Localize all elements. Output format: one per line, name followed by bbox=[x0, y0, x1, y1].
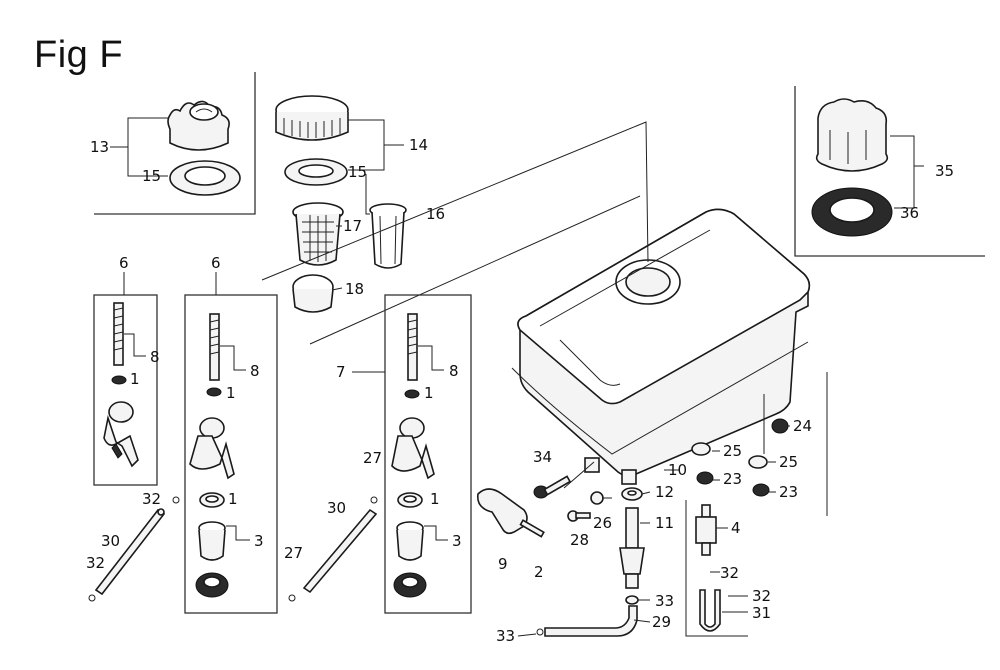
callout-18: 18 bbox=[345, 280, 364, 298]
callout-labels: 13 15 14 15 17 16 18 35 36 6 8 1 6 8 1 1… bbox=[86, 136, 954, 645]
callout-16: 16 bbox=[426, 205, 445, 223]
callout-3-a: 3 bbox=[254, 532, 264, 550]
callout-23-a: 23 bbox=[723, 470, 742, 488]
leader-tank-to-cap bbox=[261, 121, 649, 281]
callout-15-middle: 15 bbox=[348, 163, 367, 181]
callout-25-b: 25 bbox=[779, 453, 798, 471]
valve-screw-c-icon bbox=[404, 313, 420, 399]
callout-32-a: 32 bbox=[142, 490, 161, 508]
leader-tank-to-strainer bbox=[309, 195, 641, 345]
fuel-filter-4-icon bbox=[695, 504, 717, 556]
inset-frame-left bbox=[94, 72, 256, 215]
callout-1-b: 1 bbox=[226, 384, 236, 402]
callout-31: 31 bbox=[752, 604, 771, 622]
valve-screw-a-icon bbox=[111, 302, 127, 385]
callout-1-d: 1 bbox=[424, 384, 434, 402]
callout-leaders bbox=[110, 117, 924, 637]
callout-30-b: 30 bbox=[327, 499, 346, 517]
filler-cap-14-icon bbox=[275, 95, 349, 141]
valve-screw-b-icon bbox=[206, 313, 222, 397]
callout-1-e: 1 bbox=[430, 490, 440, 508]
callout-11: 11 bbox=[655, 514, 674, 532]
callout-15-left: 15 bbox=[142, 167, 161, 185]
valve-box-c bbox=[384, 294, 472, 614]
filter-cup-3-c-icon bbox=[396, 521, 424, 561]
callout-3-b: 3 bbox=[452, 532, 462, 550]
callout-29: 29 bbox=[652, 613, 671, 631]
callout-28: 28 bbox=[570, 531, 589, 549]
bowl-c-icon bbox=[393, 572, 427, 598]
callout-9: 9 bbox=[498, 555, 508, 573]
strainer-17-icon bbox=[292, 202, 344, 266]
strainer-16-icon bbox=[369, 203, 407, 269]
callout-7: 7 bbox=[336, 363, 346, 381]
fuel-valve-c-icon bbox=[391, 417, 435, 480]
washer-25-icon bbox=[691, 442, 768, 469]
fuel-valve-lever-9-icon bbox=[476, 488, 528, 535]
callout-12: 12 bbox=[655, 483, 674, 501]
callout-1-a: 1 bbox=[130, 370, 140, 388]
fuel-tube-30-middle-icon bbox=[302, 508, 378, 594]
clip-32-icon bbox=[88, 496, 378, 602]
callout-30-a: 30 bbox=[101, 532, 120, 550]
callout-25-a: 25 bbox=[723, 442, 742, 460]
callout-8-c: 8 bbox=[449, 362, 459, 380]
screw-2-icon bbox=[519, 519, 545, 538]
callout-34: 34 bbox=[533, 448, 552, 466]
valve-box-b bbox=[184, 294, 278, 614]
callout-4: 4 bbox=[731, 519, 741, 537]
callout-33-a: 33 bbox=[655, 592, 674, 610]
inset-frame-right bbox=[794, 86, 985, 257]
fuel-tube-31-icon bbox=[699, 589, 721, 632]
callout-33-b: 33 bbox=[496, 627, 515, 645]
callout-17: 17 bbox=[343, 217, 362, 235]
callout-32-d: 32 bbox=[752, 587, 771, 605]
bowl-b-icon bbox=[195, 572, 229, 598]
fuel-tube-30-left-icon bbox=[94, 508, 166, 596]
callout-23-b: 23 bbox=[779, 483, 798, 501]
strainer-ring-18-icon bbox=[292, 274, 334, 313]
filter-cup-3-b-icon bbox=[198, 521, 226, 561]
callout-32-c: 32 bbox=[720, 564, 739, 582]
callout-1-c: 1 bbox=[228, 490, 238, 508]
fuel-valve-a-icon bbox=[103, 401, 139, 468]
callout-27-a: 27 bbox=[363, 449, 382, 467]
fuel-tube-29-icon bbox=[536, 595, 639, 637]
oring-1-c-icon bbox=[397, 492, 423, 508]
fuel-valve-b-icon bbox=[189, 417, 235, 480]
nut-24-icon bbox=[771, 418, 789, 434]
valve-box-a bbox=[93, 294, 158, 486]
gasket-15-middle-icon bbox=[284, 158, 348, 186]
washer-26-icon bbox=[590, 491, 604, 505]
callout-32-b: 32 bbox=[86, 554, 105, 572]
callout-8-a: 8 bbox=[150, 348, 160, 366]
gasket-15-left-icon bbox=[169, 160, 241, 196]
filler-cap-13-icon bbox=[167, 100, 230, 151]
bolt-34-icon bbox=[533, 475, 572, 499]
filler-cap-35-icon bbox=[815, 98, 889, 172]
callout-35: 35 bbox=[935, 162, 954, 180]
fuel-joint-11-icon bbox=[619, 507, 645, 589]
callout-26: 26 bbox=[593, 514, 612, 532]
nut-23-icon bbox=[696, 471, 770, 497]
callout-27-b: 27 bbox=[284, 544, 303, 562]
gasket-36-icon bbox=[811, 187, 893, 237]
callout-36: 36 bbox=[900, 204, 919, 222]
washer-12-icon bbox=[621, 487, 643, 501]
bolt-28-icon bbox=[567, 510, 591, 522]
callout-14: 14 bbox=[409, 136, 428, 154]
callout-8-b: 8 bbox=[250, 362, 260, 380]
callout-24: 24 bbox=[793, 417, 812, 435]
oring-1-b-icon bbox=[199, 492, 225, 508]
callout-10: 10 bbox=[668, 461, 687, 479]
callout-2: 2 bbox=[534, 563, 544, 581]
fuel-tank-10-icon bbox=[511, 208, 811, 485]
callout-6-b: 6 bbox=[211, 254, 221, 272]
callout-13: 13 bbox=[90, 138, 109, 156]
callout-6-a: 6 bbox=[119, 254, 129, 272]
figure-title: Fig F bbox=[34, 34, 124, 76]
